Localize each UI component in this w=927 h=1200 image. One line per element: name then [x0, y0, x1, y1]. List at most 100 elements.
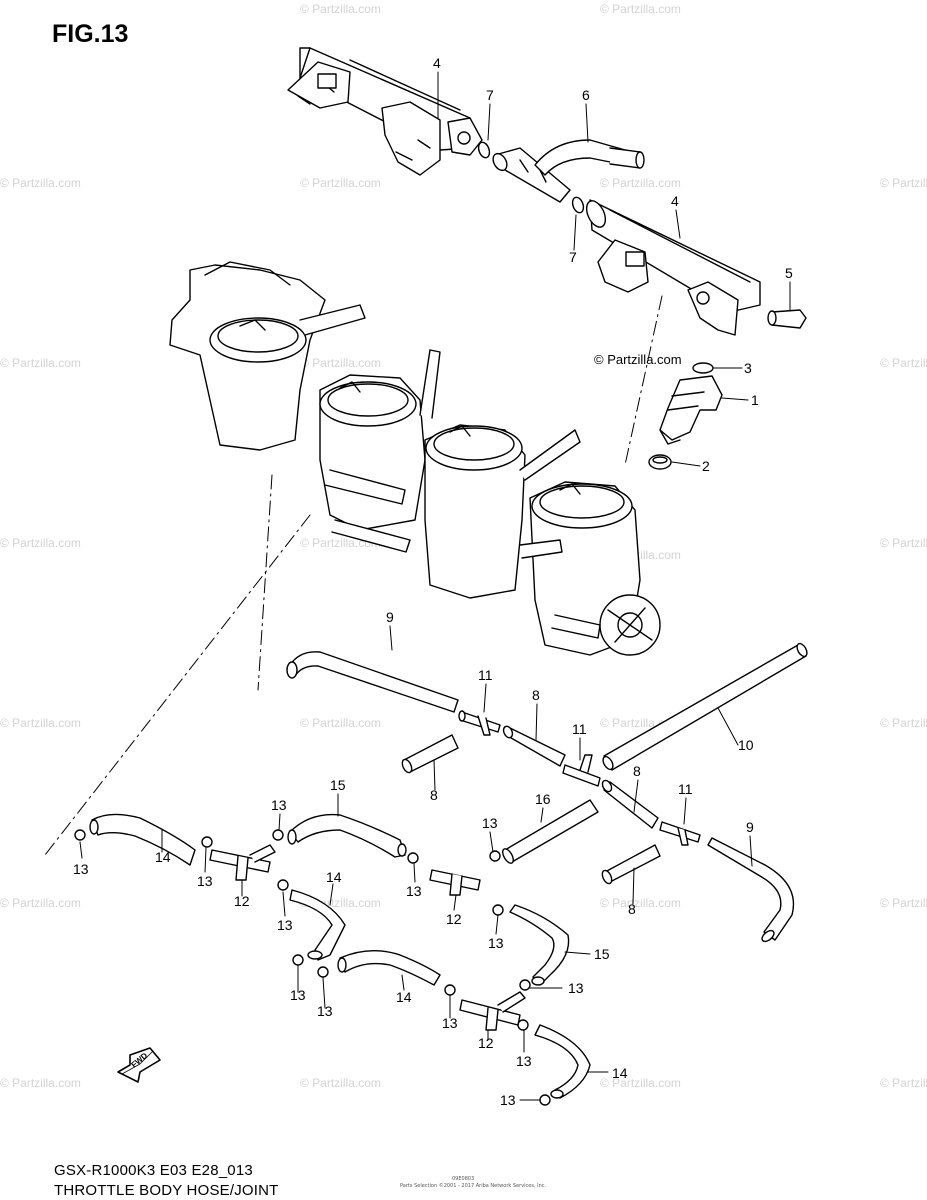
watermark: © Partzilla.com [0, 356, 81, 370]
callout-8c: 8 [430, 787, 438, 803]
hose-14b[interactable] [289, 889, 346, 961]
throttle-body-assembly[interactable] [169, 261, 661, 656]
watermark: © Partzilla.com [300, 716, 381, 730]
alignment-lines [44, 295, 663, 856]
tee-joint-12a[interactable] [209, 844, 276, 881]
hose-8c[interactable] [601, 779, 659, 829]
hose-16[interactable] [501, 799, 599, 865]
hose-9b[interactable] [707, 837, 795, 944]
watermark: © Partzilla.com [880, 176, 927, 190]
callout-9a: 9 [386, 609, 394, 625]
callout-8b: 8 [633, 763, 641, 779]
callout-8a: 8 [532, 687, 540, 703]
callout-5: 5 [785, 265, 793, 281]
tee-joint-11b[interactable] [562, 754, 601, 787]
footer-code: 09E0803 [452, 1176, 475, 1182]
hose-15a[interactable] [287, 813, 407, 858]
callout-9b: 9 [746, 819, 754, 835]
watermark: © Partzilla.com [0, 176, 81, 190]
callout-13m: 13 [500, 1092, 516, 1108]
bolt-5[interactable] [767, 309, 807, 329]
fuel-injector-1[interactable] [659, 375, 723, 445]
tee-joint-11a[interactable] [458, 710, 501, 736]
hose-15b[interactable] [509, 904, 570, 986]
o-ring-7b[interactable] [571, 196, 586, 214]
hose-10[interactable] [601, 642, 809, 771]
callout-14d: 14 [612, 1065, 628, 1081]
callout-1: 1 [751, 392, 759, 408]
watermark: © Partzilla.com [0, 1076, 81, 1090]
fuel-hose-6[interactable] [534, 139, 645, 176]
callout-11b: 11 [572, 721, 587, 737]
tee-joint-11c[interactable] [659, 821, 701, 846]
callout-15a: 15 [330, 777, 346, 793]
fuel-rail-lower[interactable] [583, 198, 761, 336]
callout-8d: 8 [628, 901, 636, 917]
callout-14b: 14 [326, 869, 342, 885]
watermark: © Partzilla.com [300, 1076, 381, 1090]
callout-12b: 12 [446, 911, 462, 927]
callout-13d: 13 [197, 873, 213, 889]
leader-lines [79, 71, 791, 1101]
watermark: © Partzilla.com [300, 176, 381, 190]
hose-14a[interactable] [89, 813, 196, 866]
tee-joint-12c[interactable] [459, 991, 526, 1031]
callout-2: 2 [702, 458, 710, 474]
callout-7a: 7 [486, 87, 494, 103]
watermark: © Partzilla.com [600, 2, 681, 16]
callouts: 4 7 6 4 7 5 3 1 2 9 11 8 11 10 8 8 11 15… [73, 55, 793, 1108]
watermark: © Partzilla.com [0, 536, 81, 550]
footer-title: THROTTLE BODY HOSE/JOINT [54, 1182, 279, 1199]
callout-13l: 13 [516, 1053, 532, 1069]
callout-13g: 13 [488, 935, 504, 951]
footer-model: GSX-R1000K3 E03 E28_013 [54, 1162, 253, 1179]
callout-13i: 13 [290, 987, 306, 1003]
fwd-arrow-icon [117, 1047, 161, 1083]
callout-13k: 13 [442, 1015, 458, 1031]
callout-15b: 15 [594, 946, 610, 962]
watermark: © Partzilla.com [880, 536, 927, 550]
hose-14d[interactable] [534, 1024, 591, 1099]
watermark: © Partzilla.com [0, 716, 81, 730]
callout-13h: 13 [568, 980, 584, 996]
callout-13c: 13 [73, 861, 89, 877]
figure-title: FIG.13 [52, 20, 129, 48]
watermark: © Partzilla.com [600, 1076, 681, 1090]
watermark: © Partzilla.com [0, 896, 81, 910]
callout-6: 6 [582, 87, 590, 103]
injector-seal-2[interactable] [648, 454, 672, 470]
hose-8a[interactable] [400, 734, 459, 774]
hose-8d[interactable] [600, 844, 661, 885]
callout-10: 10 [738, 737, 754, 753]
callout-16: 16 [535, 791, 551, 807]
callout-13b: 13 [482, 815, 498, 831]
fuel-rail-joint[interactable] [490, 147, 571, 203]
watermark: © Partzilla.com [880, 896, 927, 910]
hose-9a[interactable] [286, 651, 459, 713]
watermark: © Partzilla.com [600, 176, 681, 190]
watermark: © Partzilla.com [880, 1076, 927, 1090]
callout-3: 3 [744, 360, 752, 376]
watermark: © Partzilla.com [880, 356, 927, 370]
o-ring-3[interactable] [692, 362, 714, 374]
callout-12a: 12 [234, 893, 250, 909]
hose-8b[interactable] [502, 725, 566, 767]
callout-13f: 13 [277, 917, 293, 933]
callout-7b: 7 [569, 249, 577, 265]
footer-copyright: Parts Selection ©2001 - 2017 Ariba Netwo… [400, 1183, 547, 1189]
callout-11a: 11 [478, 667, 493, 683]
callout-12c: 12 [478, 1035, 494, 1051]
hose-14c[interactable] [337, 950, 441, 986]
o-ring-7a[interactable] [477, 141, 492, 159]
callout-13e: 13 [406, 883, 422, 899]
callout-11c: 11 [678, 781, 693, 797]
center-watermark: © Partzilla.com [594, 352, 682, 367]
callout-13a: 13 [271, 797, 287, 813]
callout-14c: 14 [396, 989, 412, 1005]
watermark: © Partzilla.com [880, 716, 927, 730]
callout-13j: 13 [317, 1003, 333, 1019]
watermark: © Partzilla.com [600, 896, 681, 910]
tee-joint-12b[interactable] [429, 869, 481, 896]
fuel-rail-upper[interactable] [287, 47, 483, 176]
